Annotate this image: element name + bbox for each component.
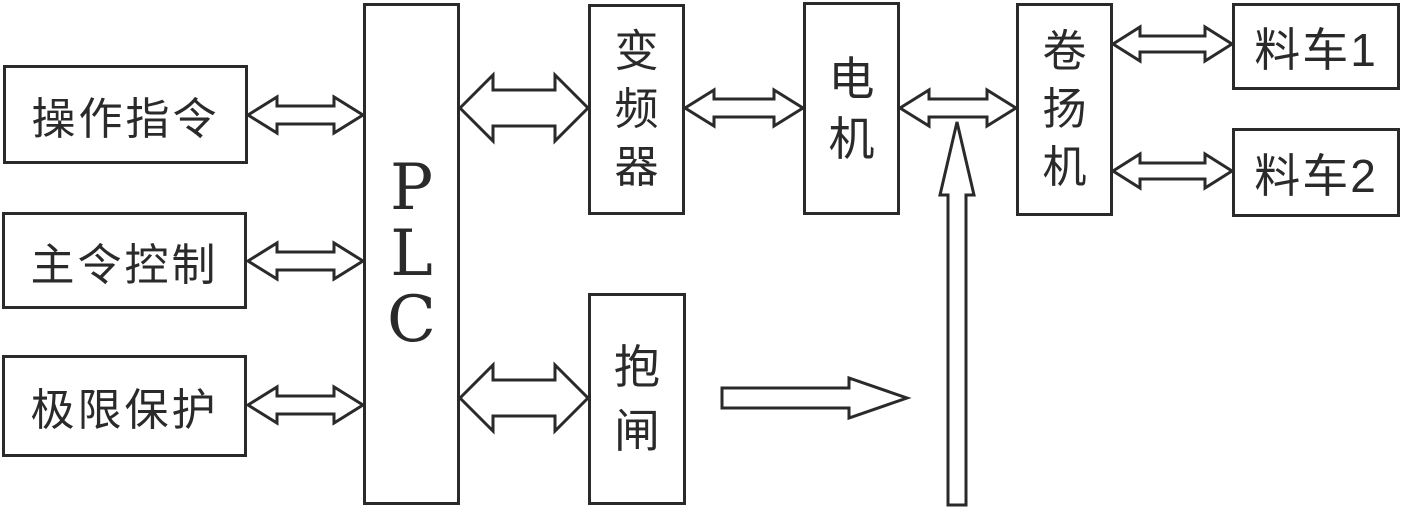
node-hoist-label: 卷扬机 bbox=[1042, 26, 1087, 192]
node-hoist: 卷扬机 bbox=[1016, 3, 1113, 216]
arrow-bianpinqi-dianji bbox=[682, 87, 806, 129]
node-master-control: 主令控制 bbox=[2, 212, 247, 309]
node-brake-label: 抱闸 bbox=[614, 341, 660, 457]
node-motor: 电机 bbox=[803, 2, 900, 215]
node-brake: 抱闸 bbox=[588, 293, 686, 505]
arrow-plc-bianpinqi bbox=[457, 71, 591, 145]
node-master-control-label: 主令控制 bbox=[30, 240, 219, 290]
arrow-zhuling-plc bbox=[245, 240, 366, 282]
node-material-car-1-label: 料车1 bbox=[1254, 23, 1378, 76]
node-operation-command-label: 操作指令 bbox=[31, 94, 220, 144]
arrow-caozuo-plc bbox=[245, 94, 366, 136]
up-arrow bbox=[938, 121, 976, 507]
node-material-car-2-label: 料车2 bbox=[1254, 149, 1378, 202]
node-material-car-2: 料车2 bbox=[1232, 128, 1400, 217]
node-limit-protection-label: 极限保护 bbox=[30, 386, 219, 435]
arrow-juanyang-liaoche2 bbox=[1110, 151, 1235, 191]
arrow-dianji-juanyang bbox=[897, 87, 1019, 129]
node-frequency-converter-label: 变频器 bbox=[614, 26, 659, 192]
node-operation-command: 操作指令 bbox=[3, 65, 248, 164]
arrow-baozha-right bbox=[720, 375, 912, 421]
arrow-juanyang-liaoche1 bbox=[1110, 24, 1235, 64]
arrow-jixian-plc bbox=[245, 384, 366, 426]
node-motor-label: 电机 bbox=[828, 52, 875, 165]
node-frequency-converter: 变频器 bbox=[588, 4, 685, 215]
node-limit-protection: 极限保护 bbox=[2, 355, 247, 457]
arrow-plc-baozha bbox=[457, 361, 591, 435]
node-material-car-1: 料车1 bbox=[1232, 3, 1400, 90]
